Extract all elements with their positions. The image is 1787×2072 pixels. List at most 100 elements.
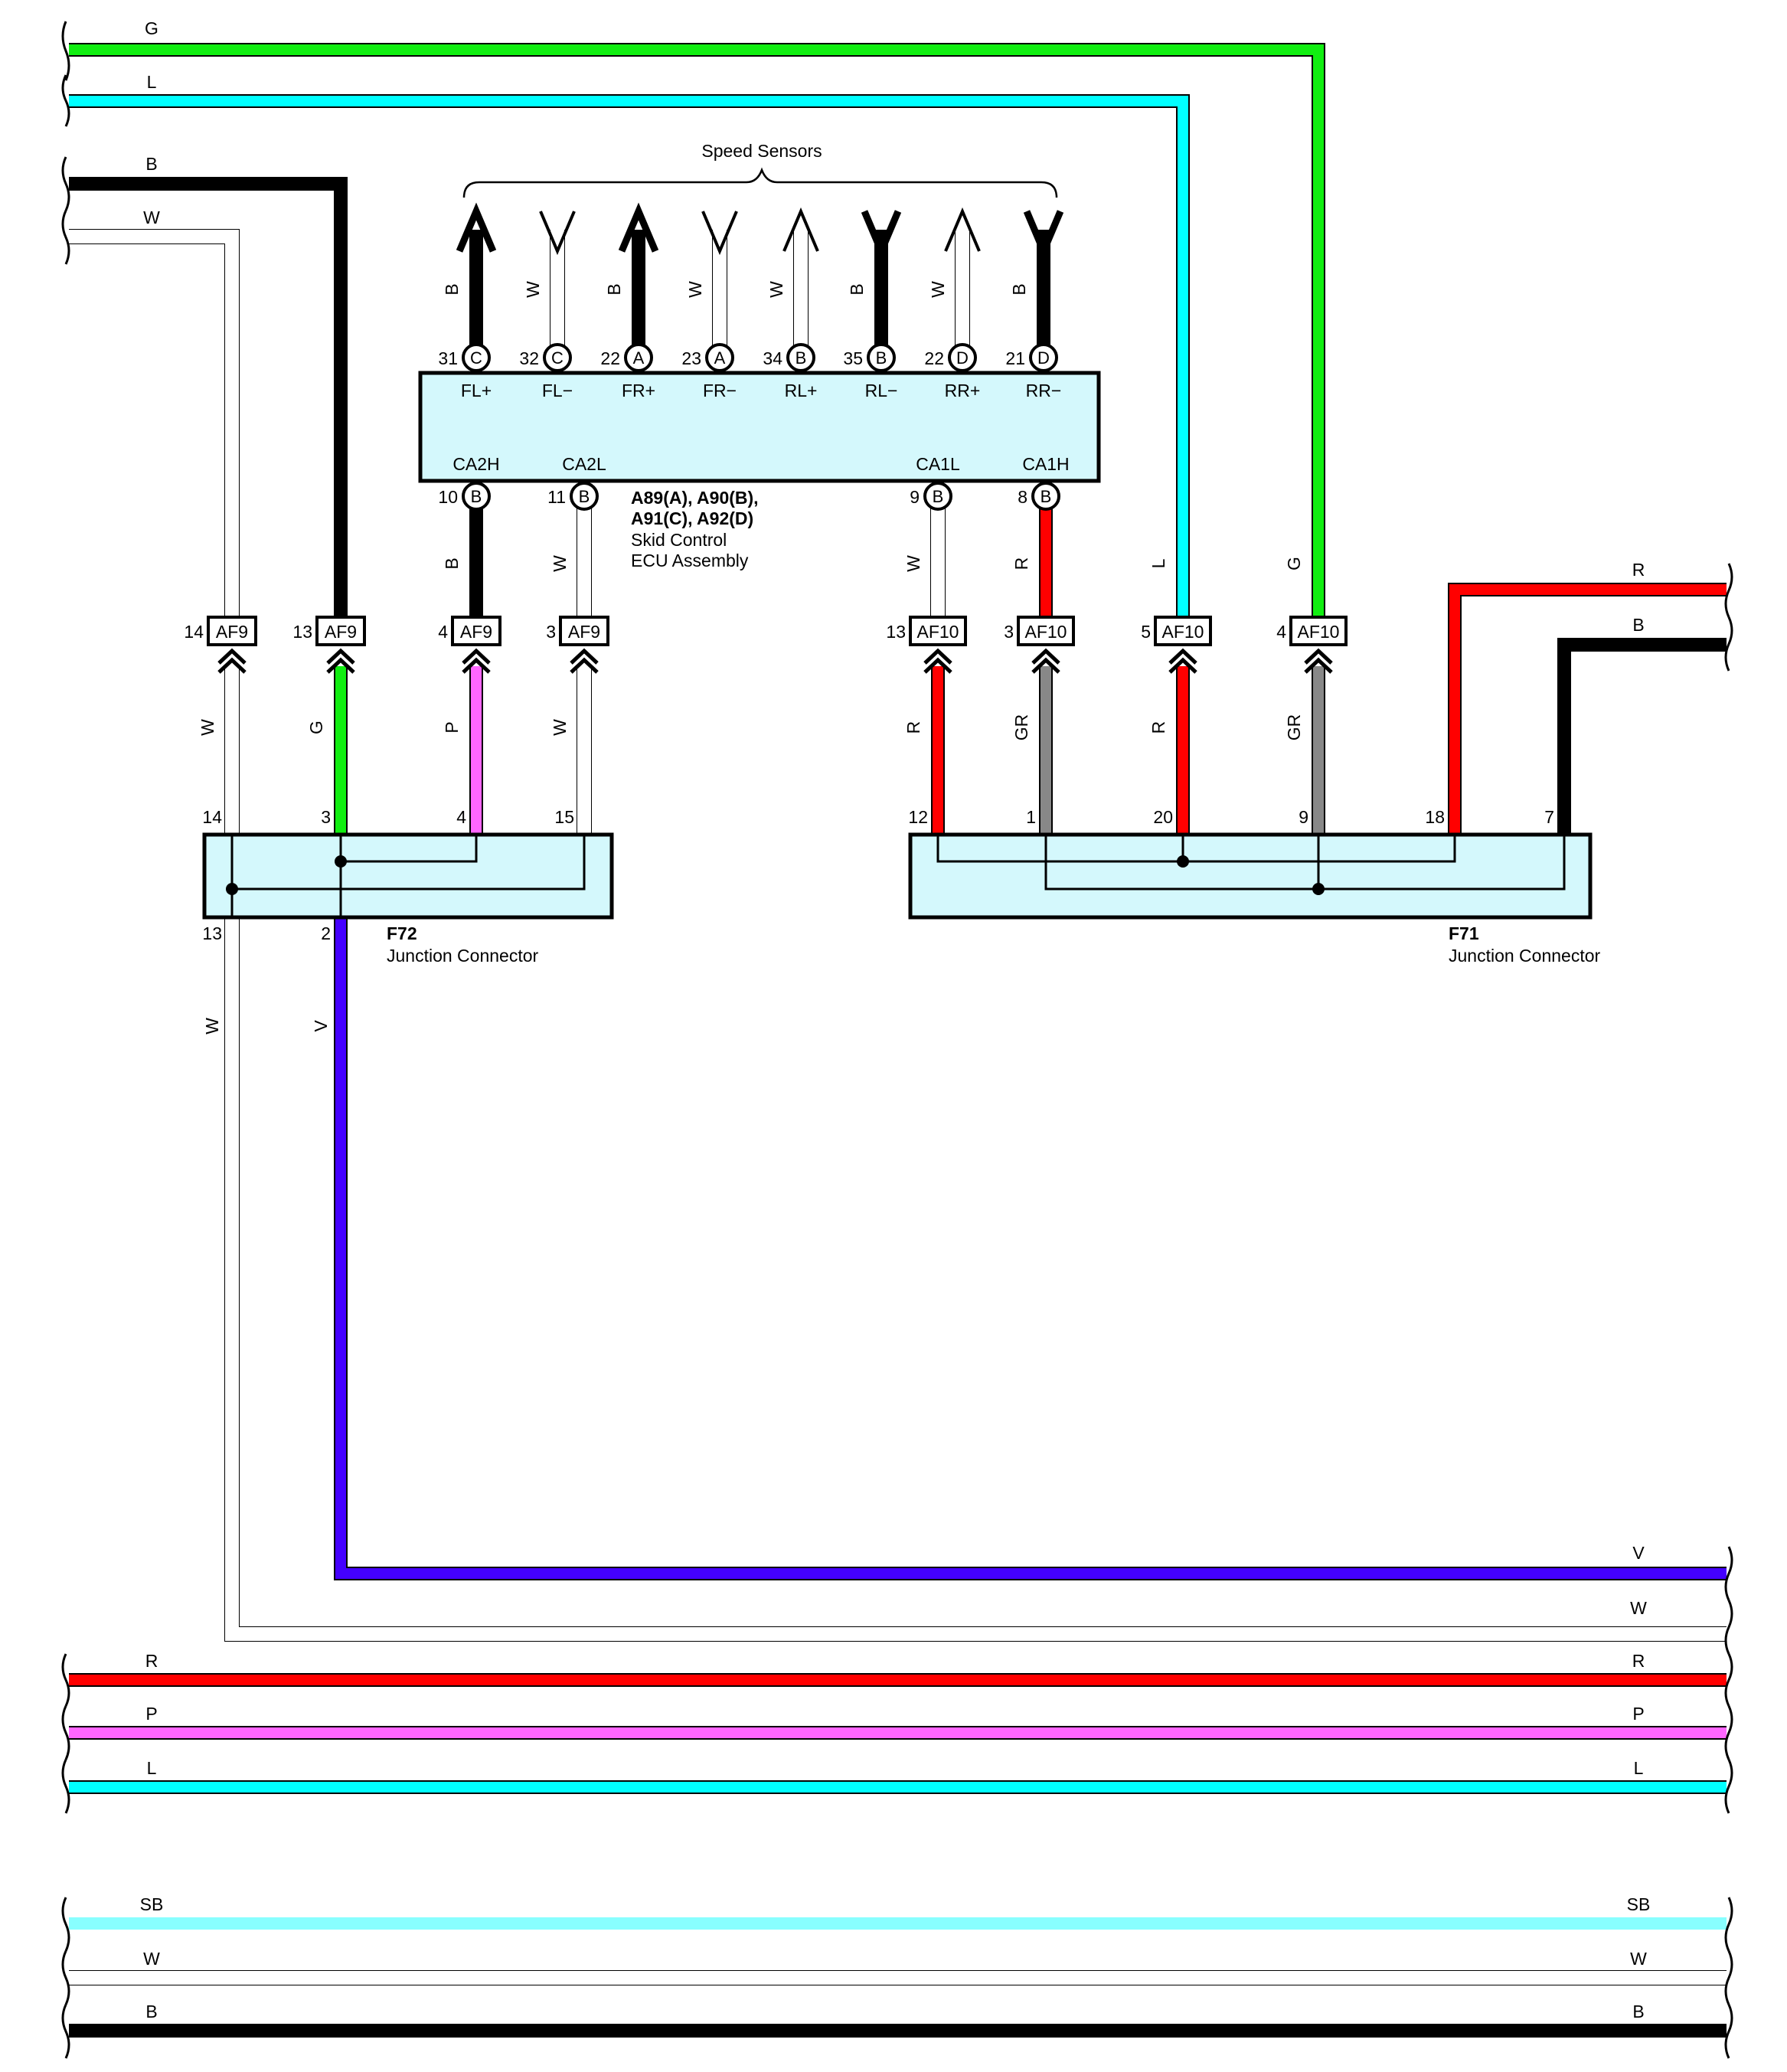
bus-label-p-right: P xyxy=(1632,1704,1644,1724)
ecu-pin-func-fr-plus: FR+ xyxy=(622,381,655,400)
break-mark-left-6 xyxy=(61,1759,70,1814)
af10-pin-5-box xyxy=(1154,616,1212,646)
af9-pin-4-wire-above: B xyxy=(442,557,462,569)
f72-pin-3: 3 xyxy=(321,807,331,827)
af9-pin-3-wire-above: W xyxy=(550,555,570,572)
ecu-pin-circle-ca2h xyxy=(462,482,491,511)
f71-desc: Junction Connector xyxy=(1449,946,1601,966)
f71-pin-1: 1 xyxy=(1026,807,1036,827)
af10-pin-13-chevron-icon xyxy=(923,648,952,674)
f71-internal xyxy=(936,835,1566,891)
wire-l-top-color xyxy=(69,96,1188,620)
break-mark-right-6 xyxy=(1724,1759,1733,1814)
ecu-pin-func-ca2h: CA2H xyxy=(452,454,499,474)
wire-f72-2-c xyxy=(335,917,1727,1579)
af10-pin-3-chevron-icon xyxy=(1031,648,1060,674)
af10-pin-5-wire-above: L xyxy=(1148,558,1168,568)
af9-pin-3-num: 3 xyxy=(546,622,556,642)
f72-box xyxy=(202,832,614,920)
sensor-wire-label-fl-plus: B xyxy=(442,283,462,295)
break-mark-left-8 xyxy=(61,1950,70,2005)
ecu-pin-conn-fr-minus: A xyxy=(714,348,726,368)
af10-pin-13-wire-above: W xyxy=(903,555,923,572)
bus-label-w-left-2: W xyxy=(143,1949,160,1969)
ecu-pin-num-rr-plus: 22 xyxy=(924,348,944,368)
ecu-pin-circle-rr-minus xyxy=(1029,343,1058,372)
ecu-pin-circle-rr-plus xyxy=(948,343,977,372)
bus-label-r-right-upper: R xyxy=(1632,560,1645,580)
break-mark-right-7 xyxy=(1724,1897,1733,1952)
af10-pin-3-wire-below: GR xyxy=(1011,714,1031,741)
break-mark-right-0 xyxy=(1724,563,1733,618)
f71-node-1 xyxy=(1177,855,1189,868)
ecu-pin-func-fr-minus: FR− xyxy=(703,381,737,400)
f72-name: F72 xyxy=(387,923,417,943)
af10-pin-13-num: 13 xyxy=(886,622,906,642)
af10-pin-3-name: AF10 xyxy=(1025,622,1067,642)
break-mark-left-7 xyxy=(61,1897,70,1952)
ecu-pin-num-fr-plus: 22 xyxy=(600,348,620,368)
af9-pin-13-num: 13 xyxy=(292,622,312,642)
af10-pin-4-wire-above: G xyxy=(1284,557,1304,570)
bus-label-r-left: R xyxy=(145,1651,158,1671)
f72-pin-2: 2 xyxy=(321,923,331,943)
bus-label-b-left-2: B xyxy=(145,2002,157,2021)
bus-label-l-right: L xyxy=(1634,1758,1644,1778)
f71-pin-7: 7 xyxy=(1544,807,1554,827)
ecu-pin-num-ca1l: 9 xyxy=(910,487,920,507)
f71-name: F71 xyxy=(1449,923,1479,943)
wire-f71-18-c xyxy=(1449,584,1727,835)
ecu-desc-line2: ECU Assembly xyxy=(631,551,749,570)
af9-pin-3-wire-below: W xyxy=(550,719,570,736)
ecu-label: A89(A), A90(B), A91(C), A92(D) Skid Cont… xyxy=(631,488,759,570)
af10-pin-3-box xyxy=(1017,616,1075,646)
bus-label-w-right-2: W xyxy=(1630,1949,1647,1969)
ecu-pin-conn-ca2l: B xyxy=(579,487,590,506)
sensor-arrow-icon-fr-plus xyxy=(618,202,659,253)
break-mark-left-0 xyxy=(61,21,70,81)
af9-pin-4-box xyxy=(451,616,501,646)
ecu-pin-func-ca1l: CA1L xyxy=(916,454,960,474)
sensor-arrow-icon-rl-plus xyxy=(782,207,819,252)
break-mark-right-5 xyxy=(1724,1705,1733,1760)
wire-f72-2 xyxy=(334,917,1727,1580)
break-mark-right-2 xyxy=(1724,1546,1733,1601)
f72-desc: Junction Connector xyxy=(387,946,539,966)
wire-f71-7 xyxy=(1557,638,1727,835)
ecu-top-pins: C31FL+C32FL−A22FR+A23FR−B34RL+B35RL−D22R… xyxy=(438,343,1061,400)
sensor-arrow-icon-rr-minus xyxy=(1023,210,1064,260)
af9-pin-13-name: AF9 xyxy=(325,622,357,642)
bus-label-l-left: L xyxy=(147,72,157,92)
wire-break-marks xyxy=(61,21,1733,2059)
af9-pin-14-name: AF9 xyxy=(216,622,248,642)
af10-pin-5-wire-below: R xyxy=(1148,721,1168,734)
ecu-pin-num-ca2h: 10 xyxy=(438,487,458,507)
break-mark-left-9 xyxy=(61,2004,70,2059)
ecu-pin-conn-rl-plus: B xyxy=(795,348,807,368)
ecu-pin-circle-ca1l xyxy=(923,482,952,511)
af9-pin-3-box xyxy=(559,616,609,646)
ecu-pin-conn-ca1h: B xyxy=(1041,487,1052,506)
ecu-pin-conn-fl-minus: C xyxy=(551,348,564,368)
f72-node-2 xyxy=(226,883,238,895)
ecu-pin-func-rr-plus: RR+ xyxy=(945,381,981,400)
ecu-pin-circle-ca1h xyxy=(1031,482,1060,511)
wire-g-top-color xyxy=(69,44,1324,620)
af9-pin-4-wire-below: P xyxy=(442,721,462,733)
af9-pin-4-name: AF9 xyxy=(460,622,492,642)
ecu-pin-conn-ca2h: B xyxy=(471,487,482,506)
ecu-pin-func-rl-minus: RL− xyxy=(865,381,898,400)
af9-pin-4-num: 4 xyxy=(438,622,448,642)
sensor-arrow-icon-fr-minus xyxy=(701,211,738,256)
break-mark-left-2 xyxy=(61,156,70,211)
ecu-pin-func-ca2l: CA2L xyxy=(562,454,606,474)
ecu-desc-line1: Skid Control xyxy=(631,530,727,550)
sensor-arrow-icon-rl-minus xyxy=(861,210,902,260)
af9-pin-14-chevron-icon xyxy=(217,648,247,674)
break-mark-left-4 xyxy=(61,1653,70,1707)
ecu-pin-conn-fl-plus: C xyxy=(470,348,482,368)
af10-pin-4-name: AF10 xyxy=(1298,622,1340,642)
ecu-pin-circle-fl-plus xyxy=(462,343,491,372)
ecu-pin-func-fl-plus: FL+ xyxy=(461,381,492,400)
